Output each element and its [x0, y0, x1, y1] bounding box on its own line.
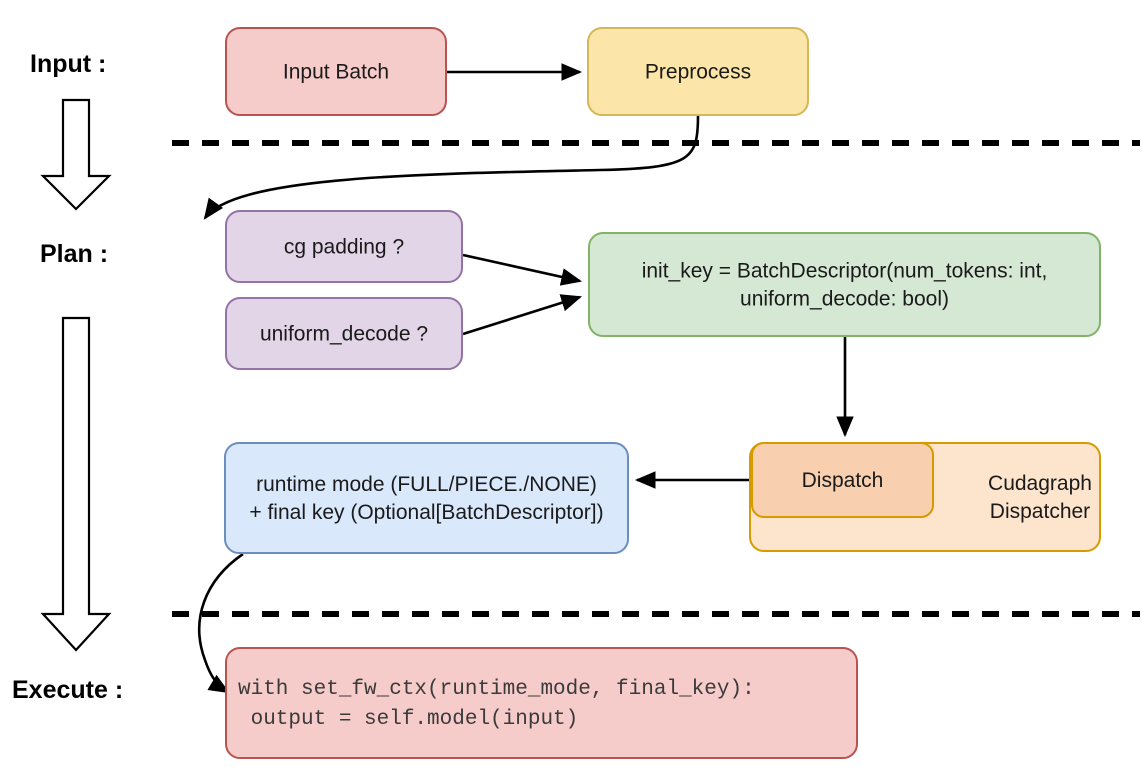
block-arrow-plan-to-execute [40, 316, 112, 652]
section-dividers [172, 140, 1140, 617]
node-init-key-shape[interactable] [588, 232, 1101, 337]
node-cg-padding-shape[interactable] [225, 210, 463, 283]
node-cg-padding-label: cg padding ? [284, 236, 404, 259]
node-input-batch-label: Input Batch [283, 61, 389, 84]
edge-decode-to-initkey [462, 294, 582, 336]
node-preprocess-shape[interactable] [587, 27, 809, 116]
block-arrow-input-to-plan [40, 98, 112, 211]
node-execute-code-shape[interactable] [225, 647, 858, 759]
node-cg-padding[interactable]: cg padding ? [225, 210, 463, 283]
node-uniform-decode-shape[interactable] [225, 297, 463, 370]
node-preprocess-label: Preprocess [645, 61, 751, 84]
node-init-key[interactable]: init_key = BatchDescriptor(num_tokens: i… [588, 232, 1101, 337]
node-runtime-mode-label: runtime mode (FULL/PIECE./NONE)+ final k… [249, 473, 603, 524]
stage-labels: Input : Plan : Execute : [12, 50, 123, 704]
node-execute-code-label: with set_fw_ctx(runtime_mode, final_key)… [238, 678, 755, 731]
node-dispatch[interactable]: Dispatch [751, 442, 934, 518]
node-dispatch-shape[interactable] [751, 442, 934, 518]
node-uniform-decode-label: uniform_decode ? [260, 323, 428, 346]
diagram-nodes: Input Batch Preprocess cg padding ? uniform… [224, 27, 1101, 759]
edge-runtime-to-execute [197, 552, 244, 694]
node-uniform-decode[interactable]: uniform_decode ? [225, 297, 463, 370]
node-init-key-label: init_key = BatchDescriptor(num_tokens: i… [642, 260, 1048, 311]
node-runtime-mode-shape[interactable] [224, 442, 629, 554]
stage-label-execute: Execute : [12, 676, 123, 704]
node-input-batch[interactable]: Input Batch [225, 27, 447, 116]
node-execute-code[interactable]: with set_fw_ctx(runtime_mode, final_key)… [225, 647, 858, 759]
node-runtime-mode[interactable]: runtime mode (FULL/PIECE./NONE)+ final k… [224, 442, 629, 554]
connector-edges [197, 63, 854, 694]
stage-flow-arrows [40, 98, 112, 652]
stage-label-plan: Plan : [40, 240, 108, 268]
node-preprocess[interactable]: Preprocess [587, 27, 809, 116]
edge-padding-to-initkey [462, 253, 583, 286]
node-input-batch-shape[interactable] [225, 27, 447, 116]
node-dispatch-label: Dispatch [802, 469, 884, 492]
edge-preprocess-to-padding [203, 115, 700, 220]
stage-label-input: Input : [30, 50, 106, 78]
